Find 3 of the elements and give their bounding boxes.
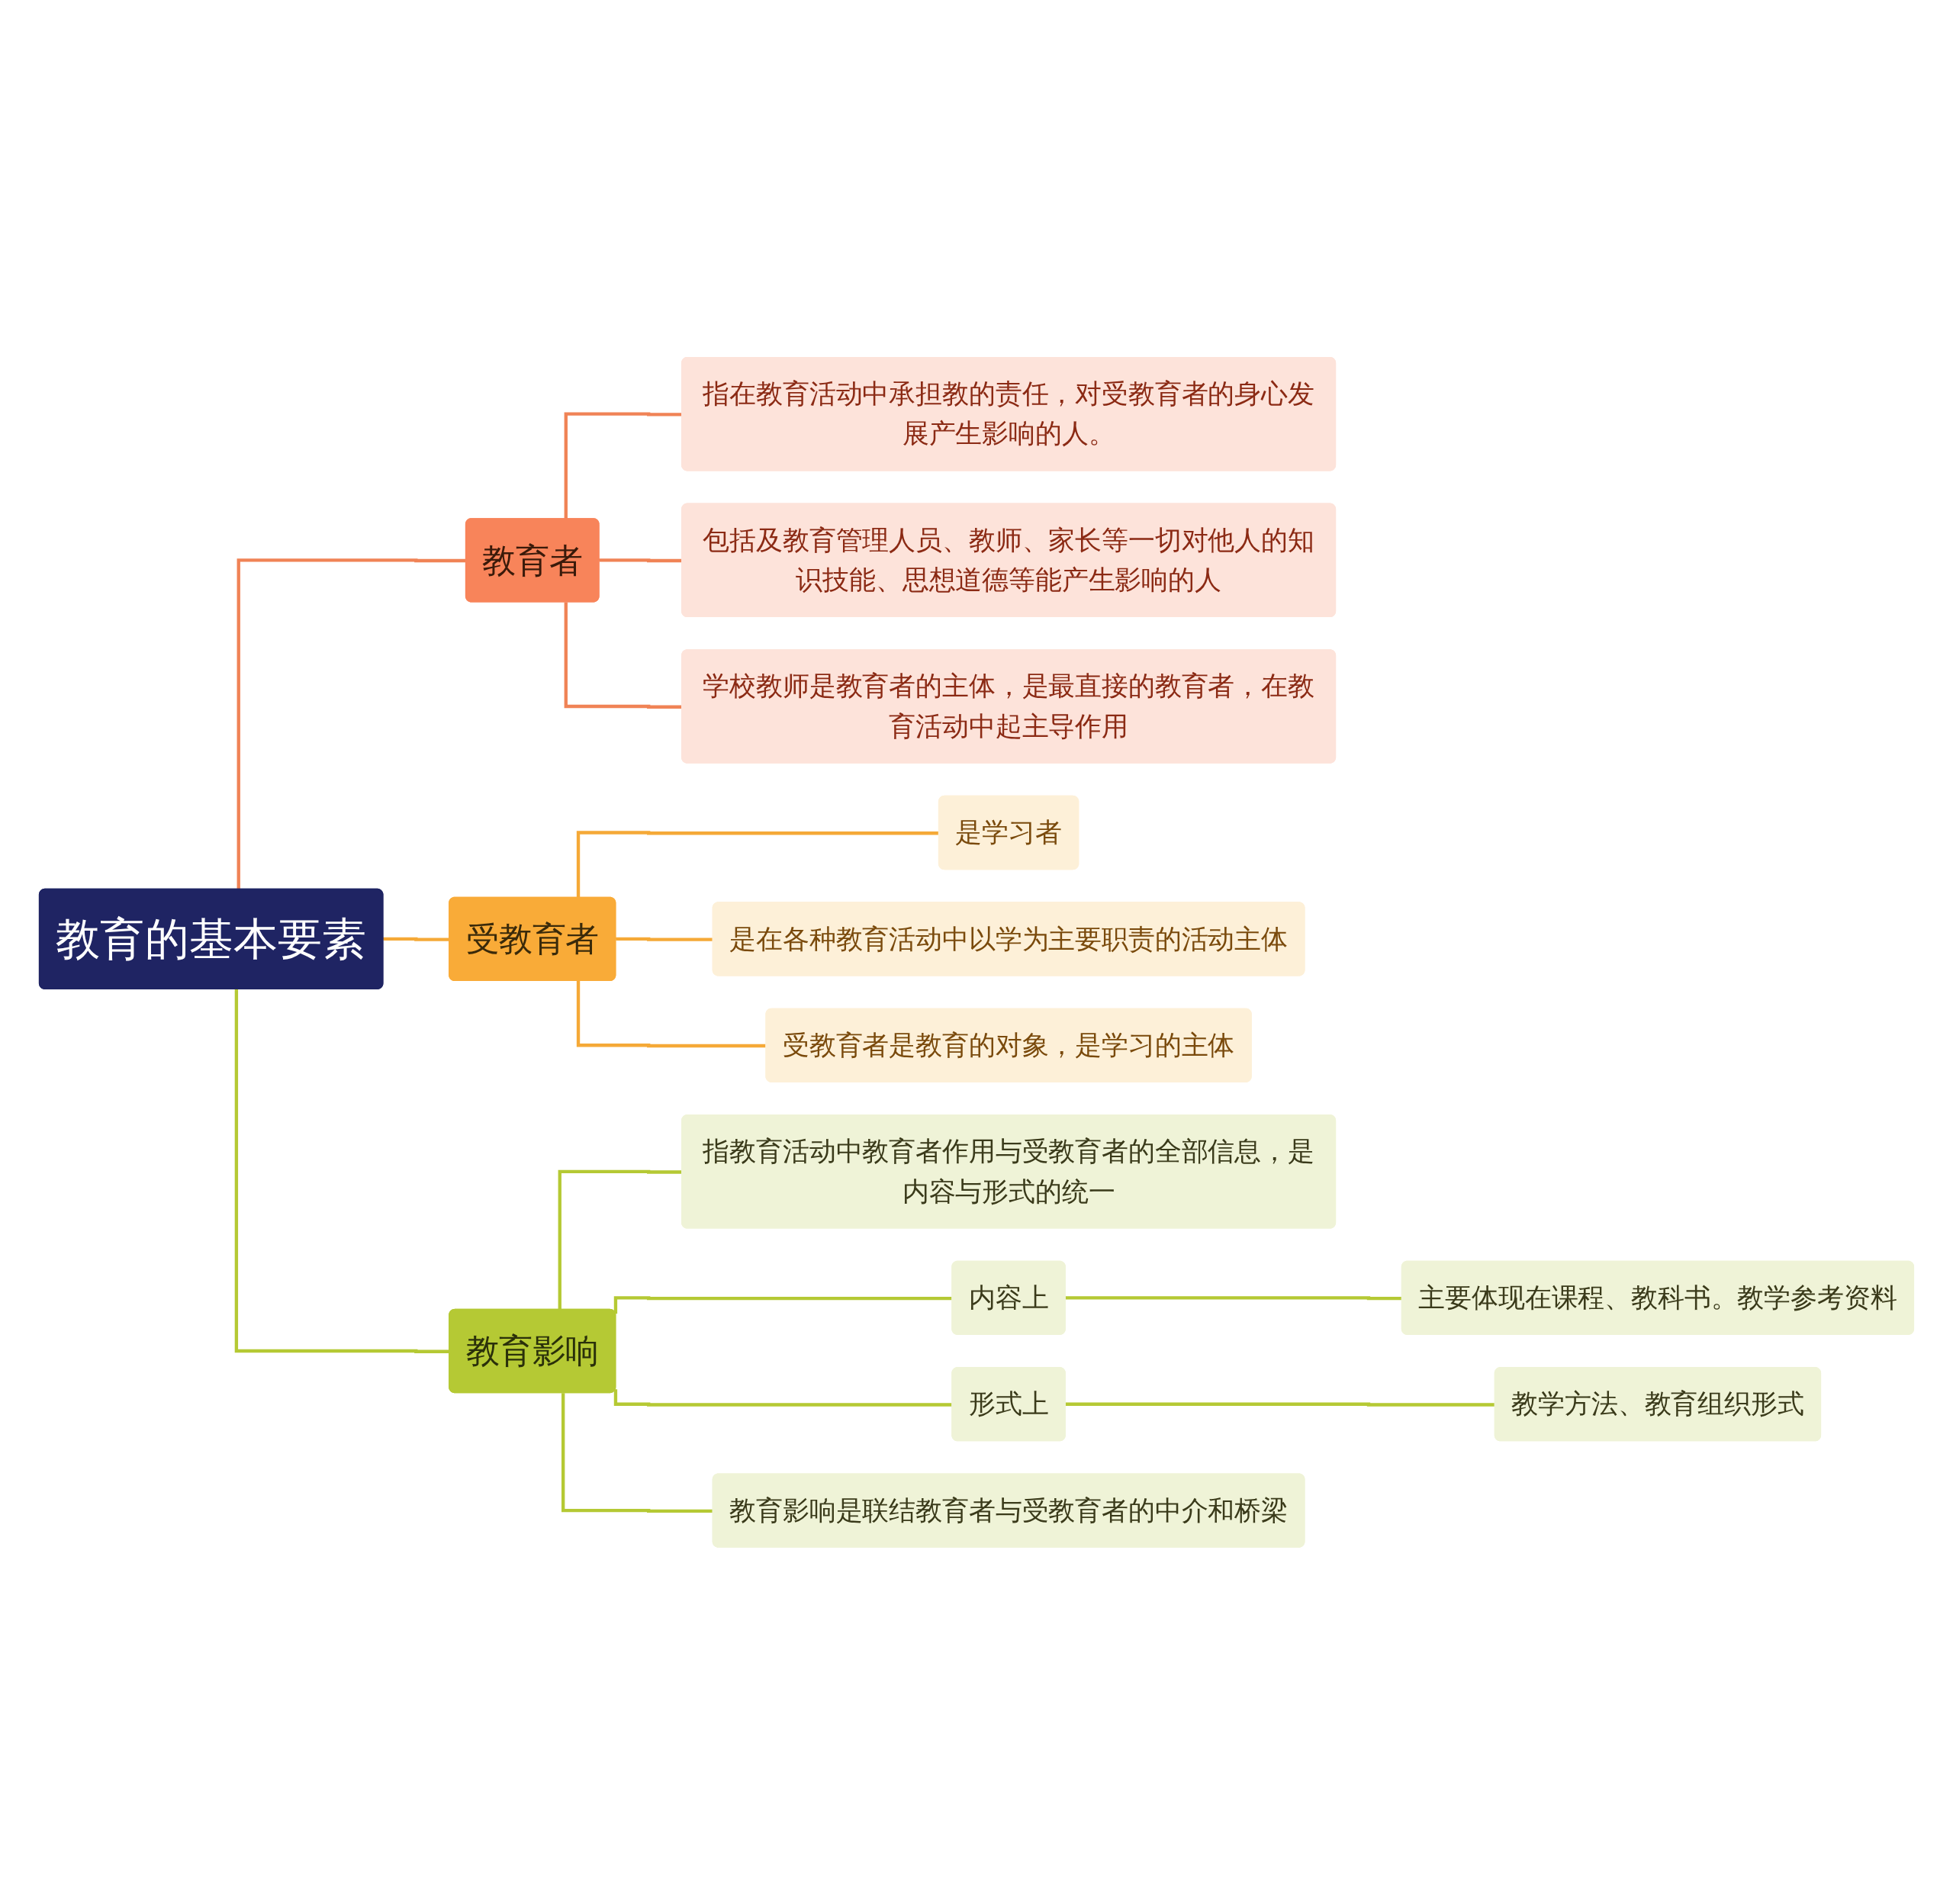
connector: [613, 1295, 953, 1314]
connector: [613, 1389, 953, 1407]
connector: [576, 980, 767, 1047]
